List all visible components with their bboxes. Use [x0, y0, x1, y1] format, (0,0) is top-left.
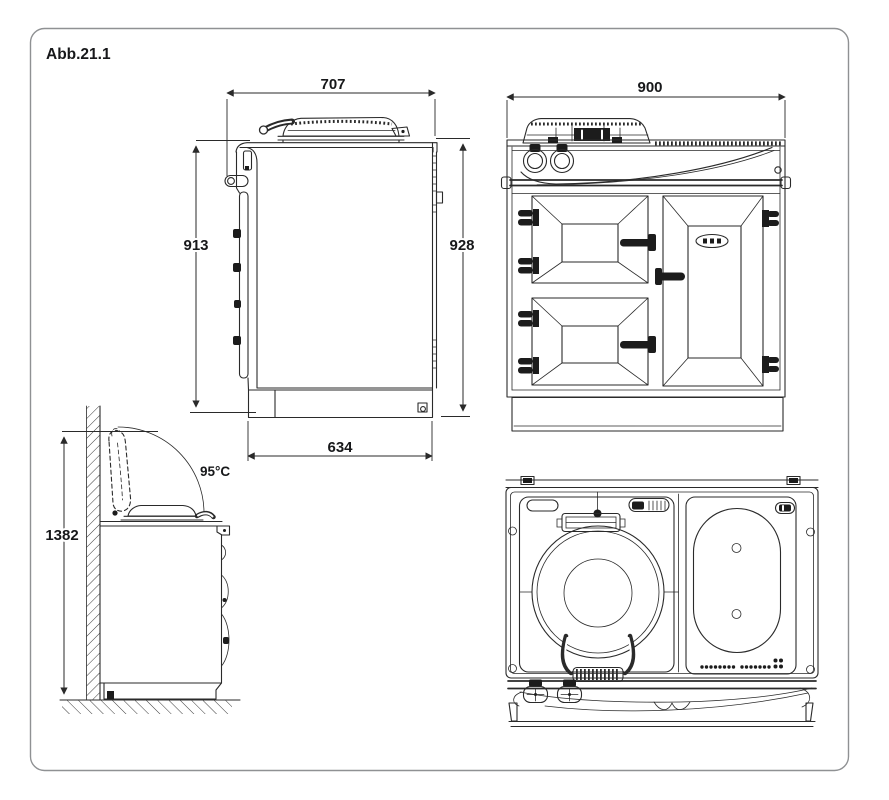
hob-outer	[505, 486, 819, 679]
top-plate	[235, 142, 438, 153]
round-hotplate	[531, 525, 665, 659]
fastener	[774, 501, 796, 515]
rear-vents	[431, 142, 444, 391]
door-hinge	[518, 357, 539, 374]
right-hotplate-section	[685, 496, 797, 675]
door-hinge	[518, 209, 539, 226]
floor-section	[59, 699, 241, 714]
left-hotplate-section	[518, 491, 679, 683]
hob-inner	[510, 491, 814, 674]
door-latch	[620, 234, 656, 251]
striped-slot	[628, 497, 670, 513]
vent-dot-rows	[700, 658, 783, 669]
oval-hotplate	[692, 507, 782, 654]
figure-frame	[29, 27, 850, 772]
lid-front-handle	[560, 633, 636, 683]
lid-handle-top	[556, 512, 626, 533]
front-edge-details	[224, 150, 253, 391]
dim-width: 900	[506, 77, 786, 138]
dim-label-900: 900	[637, 79, 662, 96]
front-view: 900	[500, 77, 792, 432]
figure-label: Abb.21.1	[46, 46, 111, 63]
oven-door-bottom-left	[518, 297, 656, 386]
dim-label-928: 928	[449, 237, 474, 254]
plinth	[247, 389, 434, 419]
dim-label-1382: 1382	[45, 527, 78, 544]
wall-view: 1382 95°C	[43, 405, 241, 714]
aga-badge	[695, 233, 729, 249]
base-bar	[508, 720, 816, 728]
back-rail	[505, 475, 819, 489]
hotplate-lid-front	[522, 118, 651, 144]
door-hinge	[762, 210, 779, 227]
vent-slot	[526, 499, 559, 512]
control-knob-left	[522, 144, 548, 174]
lid-hinge-bracket	[391, 126, 411, 137]
front-door-profiles	[221, 544, 230, 667]
dim-front-height: 913	[181, 140, 256, 413]
oven-door-top-left	[518, 195, 656, 284]
door-handle	[655, 268, 685, 285]
plan-view	[505, 475, 819, 728]
dim-label-634: 634	[327, 439, 353, 456]
front-bracket	[216, 525, 231, 536]
towel-rail	[500, 176, 792, 190]
door-hinge	[518, 257, 539, 274]
door-hinge	[762, 356, 779, 373]
wall-plinth	[103, 682, 223, 700]
hotplate-lid	[277, 116, 405, 143]
door-latch	[620, 336, 656, 353]
wall-body-outline	[99, 534, 223, 684]
plinth-front	[511, 389, 784, 432]
wall-section	[86, 405, 101, 701]
lid-swing-arc: 95°C	[117, 426, 232, 514]
door-hinge	[518, 310, 539, 327]
dim-base-depth: 634	[247, 421, 433, 461]
front-knob	[556, 679, 583, 704]
dim-raised-lid-height: 1382	[43, 431, 158, 695]
raised-lid	[108, 428, 132, 512]
front-body	[500, 118, 792, 432]
side-body	[224, 116, 444, 419]
dim-top-depth: 707	[226, 74, 436, 176]
control-knob-right	[549, 144, 575, 174]
lid-handle	[258, 118, 295, 135]
front-rail	[507, 679, 817, 728]
leg-left	[508, 702, 518, 722]
dim-rear-height: 928	[436, 138, 477, 417]
body-outline	[246, 146, 434, 389]
wall-cooker-body	[99, 504, 231, 700]
dim-label-913: 913	[183, 237, 208, 254]
front-knob	[522, 679, 549, 704]
side-view: 707 913 928 634	[181, 74, 477, 461]
temp-label: 95°C	[200, 464, 230, 479]
dim-label-707: 707	[320, 76, 345, 93]
closed-lid	[112, 504, 216, 521]
wall-top-plate	[99, 520, 223, 527]
leg-right	[805, 702, 814, 722]
oven-door-right	[655, 195, 779, 387]
corner-screws	[508, 526, 815, 674]
